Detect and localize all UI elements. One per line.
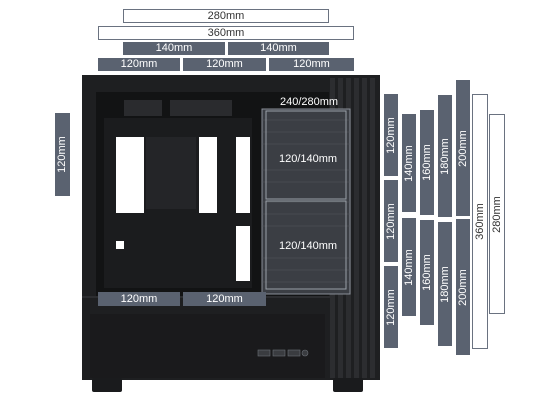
- top-280mm-label: 280mm: [123, 9, 329, 23]
- left-120mm-label: 120mm: [55, 113, 70, 196]
- cutout-mid: [199, 137, 217, 213]
- right-col4-180mm-a: 180mm: [438, 95, 452, 217]
- right-col1-120mm-a: 120mm: [384, 94, 398, 176]
- psu-fan-left-label: 120mm: [98, 292, 180, 306]
- fan-frame-top: [265, 110, 347, 200]
- front-fabric-panel: [90, 314, 325, 378]
- right-col1-120mm-c: 120mm: [384, 266, 398, 348]
- right-col1-120mm-c-text: 120mm: [384, 288, 397, 326]
- side-fan-top-label: 120/140mm: [279, 153, 338, 165]
- right-col2-140mm-a: 140mm: [402, 114, 416, 212]
- right-col3-160mm-b: 160mm: [420, 220, 434, 325]
- right-col1-120mm-b-text: 120mm: [384, 202, 397, 240]
- right-col5-200mm-a-text: 200mm: [456, 129, 469, 167]
- right-col2-140mm-b-text: 140mm: [402, 248, 415, 286]
- right-col3-160mm-a-text: 160mm: [420, 144, 433, 181]
- top-120mm-b-label: 120mm: [183, 58, 266, 71]
- right-col4-180mm-b-text: 180mm: [438, 265, 451, 303]
- right-col6-360mm-text: 360mm: [473, 203, 486, 240]
- front-io-ports: [257, 349, 309, 357]
- top-radiator-label: 240/280mm: [280, 96, 339, 108]
- top-120mm-c-label: 120mm: [269, 58, 354, 71]
- side-fan-bottom-label: 120/140mm: [279, 240, 338, 252]
- right-col2-140mm-b: 140mm: [402, 218, 416, 316]
- psu-fan-right-label: 120mm: [183, 292, 266, 306]
- right-col5-200mm-b-text: 200mm: [456, 268, 469, 306]
- mesh-lines: [262, 119, 350, 283]
- cutout-left: [116, 137, 144, 213]
- right-col1-120mm-b: 120mm: [384, 180, 398, 262]
- case-foot-right: [333, 378, 363, 392]
- right-col5-200mm-b: 200mm: [456, 219, 470, 355]
- top-120mm-a-label: 120mm: [98, 58, 180, 71]
- right-col4-180mm-b: 180mm: [438, 222, 452, 346]
- right-col4-180mm-a-text: 180mm: [438, 137, 451, 175]
- right-col5-200mm-a: 200mm: [456, 80, 470, 216]
- right-col3-160mm-a: 160mm: [420, 110, 434, 215]
- right-col6-360mm: 360mm: [472, 94, 488, 349]
- cable-slot-a: [124, 100, 162, 116]
- right-col7-280mm: 280mm: [489, 114, 505, 314]
- cutout-small: [116, 241, 124, 249]
- right-col3-160mm-b-text: 160mm: [420, 254, 433, 291]
- fan-frame-bottom: [265, 200, 347, 290]
- right-col2-140mm-a-text: 140mm: [402, 144, 415, 182]
- cpu-backplate-area: [146, 137, 196, 209]
- cutout-right-top: [236, 137, 250, 213]
- top-140mm-left-label: 140mm: [123, 42, 225, 55]
- cutout-right-bottom: [236, 226, 250, 281]
- top-140mm-right-label: 140mm: [228, 42, 329, 55]
- right-col7-280mm-text: 280mm: [490, 195, 503, 233]
- top-360mm-label: 360mm: [98, 26, 354, 40]
- right-col1-120mm-a-text: 120mm: [384, 116, 397, 154]
- case-foot-left: [92, 378, 122, 392]
- cable-slot-b: [170, 100, 232, 116]
